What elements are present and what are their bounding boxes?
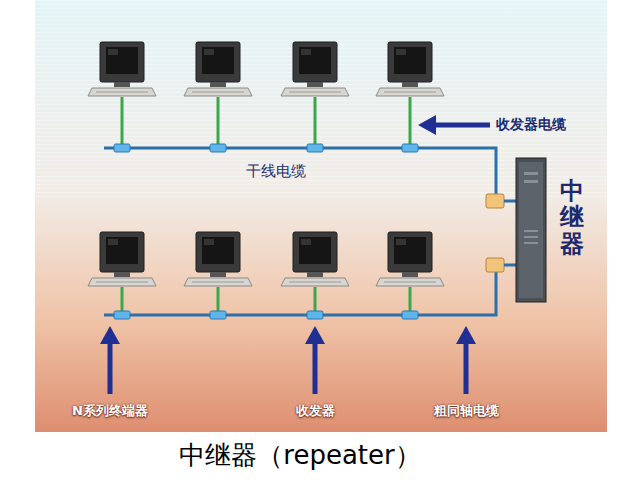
callout-label: 收发器电缆	[496, 116, 566, 134]
trunk-label: 干线电缆	[246, 162, 306, 181]
callout-label: 收发器	[296, 402, 335, 420]
callout-label: N系列终端器	[72, 402, 148, 420]
device-title: 中继器	[560, 178, 584, 257]
caption: 中继器（repeater）	[179, 438, 420, 473]
callout-label: 粗同轴电缆	[434, 402, 499, 420]
